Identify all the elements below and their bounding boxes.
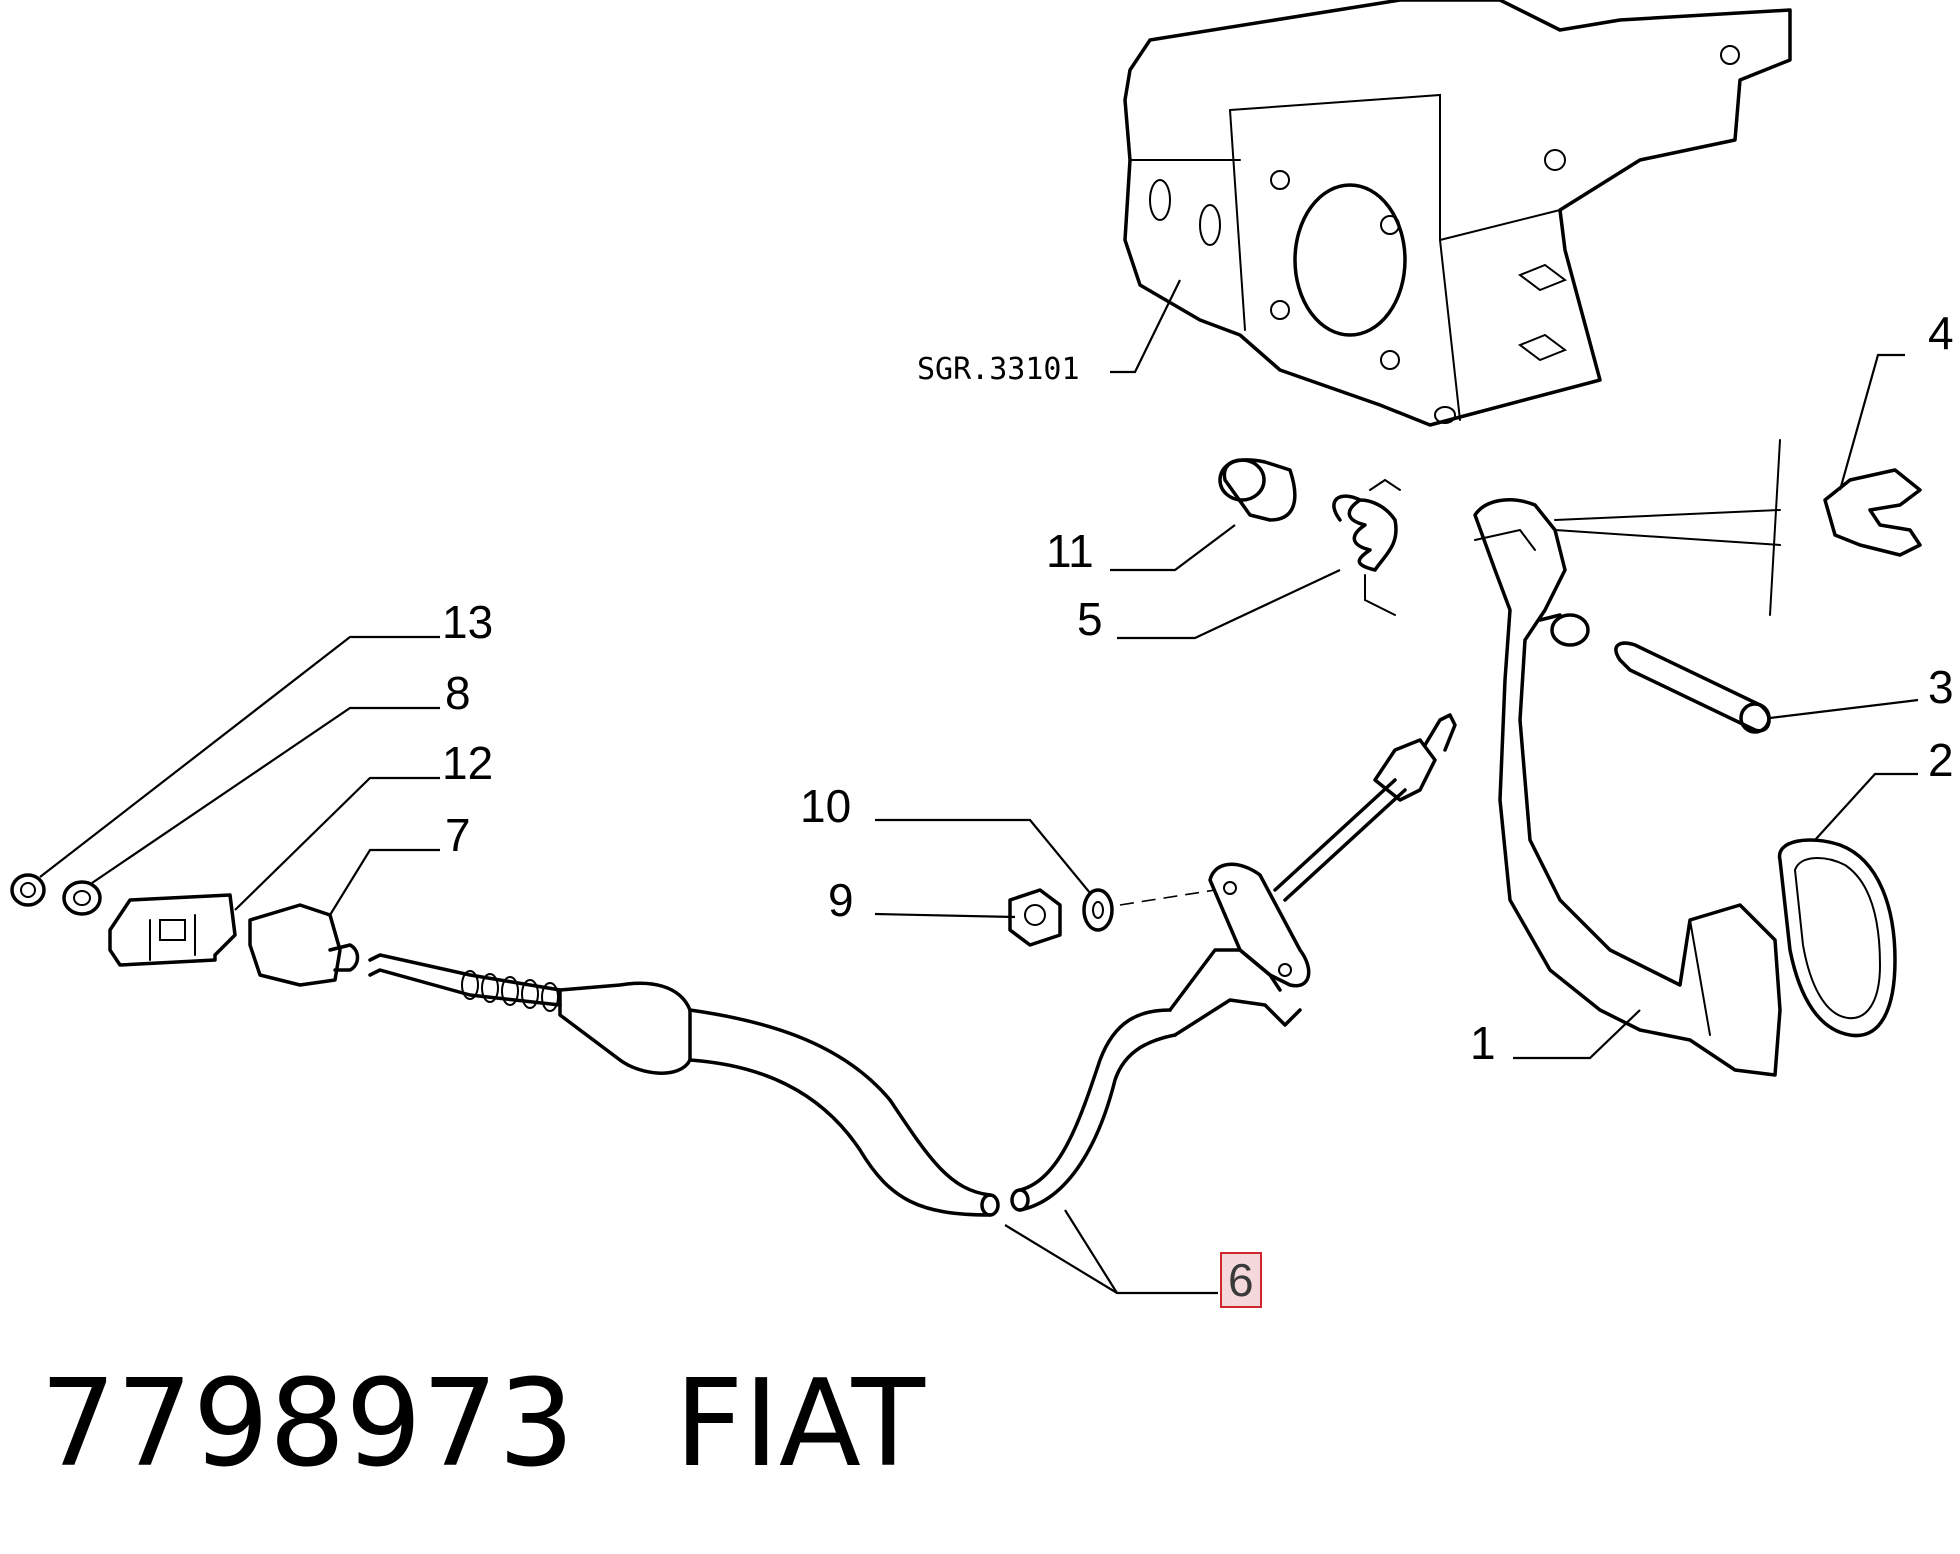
callout-6-highlighted[interactable]: 6: [1220, 1252, 1262, 1308]
part-11-bushing: [1218, 458, 1297, 522]
callout-8[interactable]: 8: [445, 667, 471, 719]
part-13-grommet: [10, 873, 46, 907]
part-2-pedal-pad: [1777, 838, 1897, 1038]
callout-9[interactable]: 9: [828, 874, 854, 926]
callout-10[interactable]: 10: [800, 780, 852, 832]
callout-1[interactable]: 1: [1470, 1017, 1496, 1069]
part-8-grommet: [62, 880, 102, 916]
part-4-clip: [1554, 439, 1922, 616]
part-9-nut: [1008, 888, 1062, 947]
callout-3[interactable]: 3: [1928, 661, 1954, 713]
callout-12[interactable]: 12: [442, 737, 494, 789]
leader-lines: [39, 279, 1919, 1295]
reference-label: SGR.33101: [917, 352, 1080, 387]
part-3-pin: [1614, 641, 1771, 734]
pedal-bracket: [1123, 0, 1792, 427]
part-1-pedal-arm: [1473, 498, 1782, 1077]
callout-13[interactable]: 13: [442, 596, 494, 648]
callout-5[interactable]: 5: [1077, 593, 1103, 645]
part-number: 7798973: [40, 1355, 575, 1494]
part-7-cable-end: [248, 903, 360, 987]
part-12-bracket: [108, 893, 237, 967]
part-6-clutch-cable: [368, 713, 1457, 1217]
brand-name: FIAT: [674, 1355, 925, 1494]
callout-4[interactable]: 4: [1928, 307, 1954, 359]
part-5-spring: [1332, 478, 1401, 616]
callout-7[interactable]: 7: [445, 809, 471, 861]
part-10-washer: [1082, 888, 1114, 932]
callout-2[interactable]: 2: [1928, 734, 1954, 786]
callout-11[interactable]: 11: [1046, 525, 1094, 577]
